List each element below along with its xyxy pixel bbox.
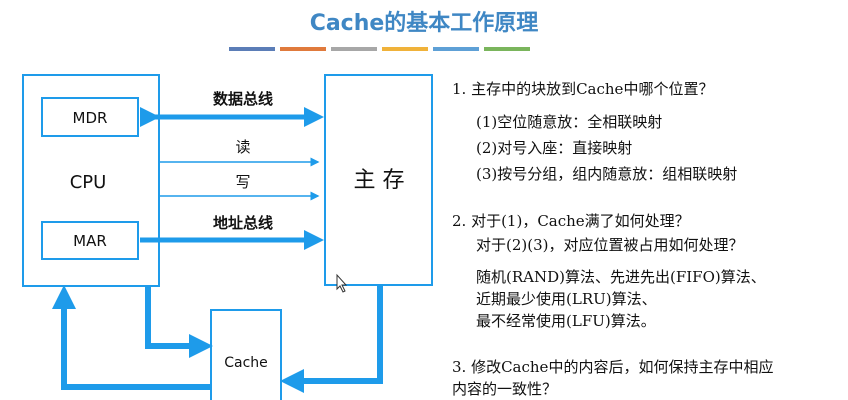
cache-box [210, 309, 282, 400]
main-memory-box [324, 74, 433, 286]
page-title: Cache的基本工作原理 [309, 11, 539, 36]
data-bus-label: 数据总线 [213, 90, 273, 108]
q2-title-line-1: 2. 对于(1)，Cache满了如何处理？ [452, 212, 690, 230]
cache-to-cpu-arrow [52, 285, 211, 390]
color-bar-1 [229, 47, 275, 51]
color-bar-2 [280, 47, 326, 51]
q2-title-line-2: 对于(2)(3)，对应位置被占用如何处理？ [476, 236, 744, 254]
color-bar-5 [433, 47, 479, 51]
mouse-cursor-icon [336, 273, 348, 293]
color-bar-6 [484, 47, 530, 51]
write-label: 写 [235, 173, 250, 191]
read-label: 读 [235, 138, 250, 156]
memory-to-cache-arrow [280, 286, 383, 393]
q3-title-line-1: 3. 修改Cache中的内容后，如何保持主存中相应 [452, 358, 774, 376]
q1-title: 1. 主存中的块放到Cache中哪个位置？ [452, 80, 714, 98]
cpu-to-cache-arrow [145, 286, 213, 358]
q1-item-2: (2)对号入座：直接映射 [476, 139, 633, 157]
q2-item-1: 随机(RAND)算法、先进先出(FIFO)算法、 [476, 268, 766, 286]
mdr-box [41, 97, 139, 137]
color-bar-3 [331, 47, 377, 51]
q1-item-1: (1)空位随意放：全相联映射 [476, 113, 663, 131]
cache-label: Cache [224, 355, 268, 371]
q2-item-2: 近期最少使用(LRU)算法、 [476, 290, 657, 308]
q3-title-line-2: 内容的一致性？ [452, 380, 558, 398]
address-bus-label: 地址总线 [213, 214, 273, 232]
q1-item-3: (3)按号分组，组内随意放：组相联映射 [476, 165, 738, 183]
mdr-label: MDR [73, 109, 108, 127]
color-bar-4 [382, 47, 428, 51]
mar-box [41, 221, 139, 260]
main-memory-label: 主 存 [354, 168, 405, 193]
q2-item-3: 最不经常使用(LFU)算法。 [476, 312, 656, 330]
cpu-label: CPU [70, 172, 107, 193]
mar-label: MAR [73, 232, 107, 250]
